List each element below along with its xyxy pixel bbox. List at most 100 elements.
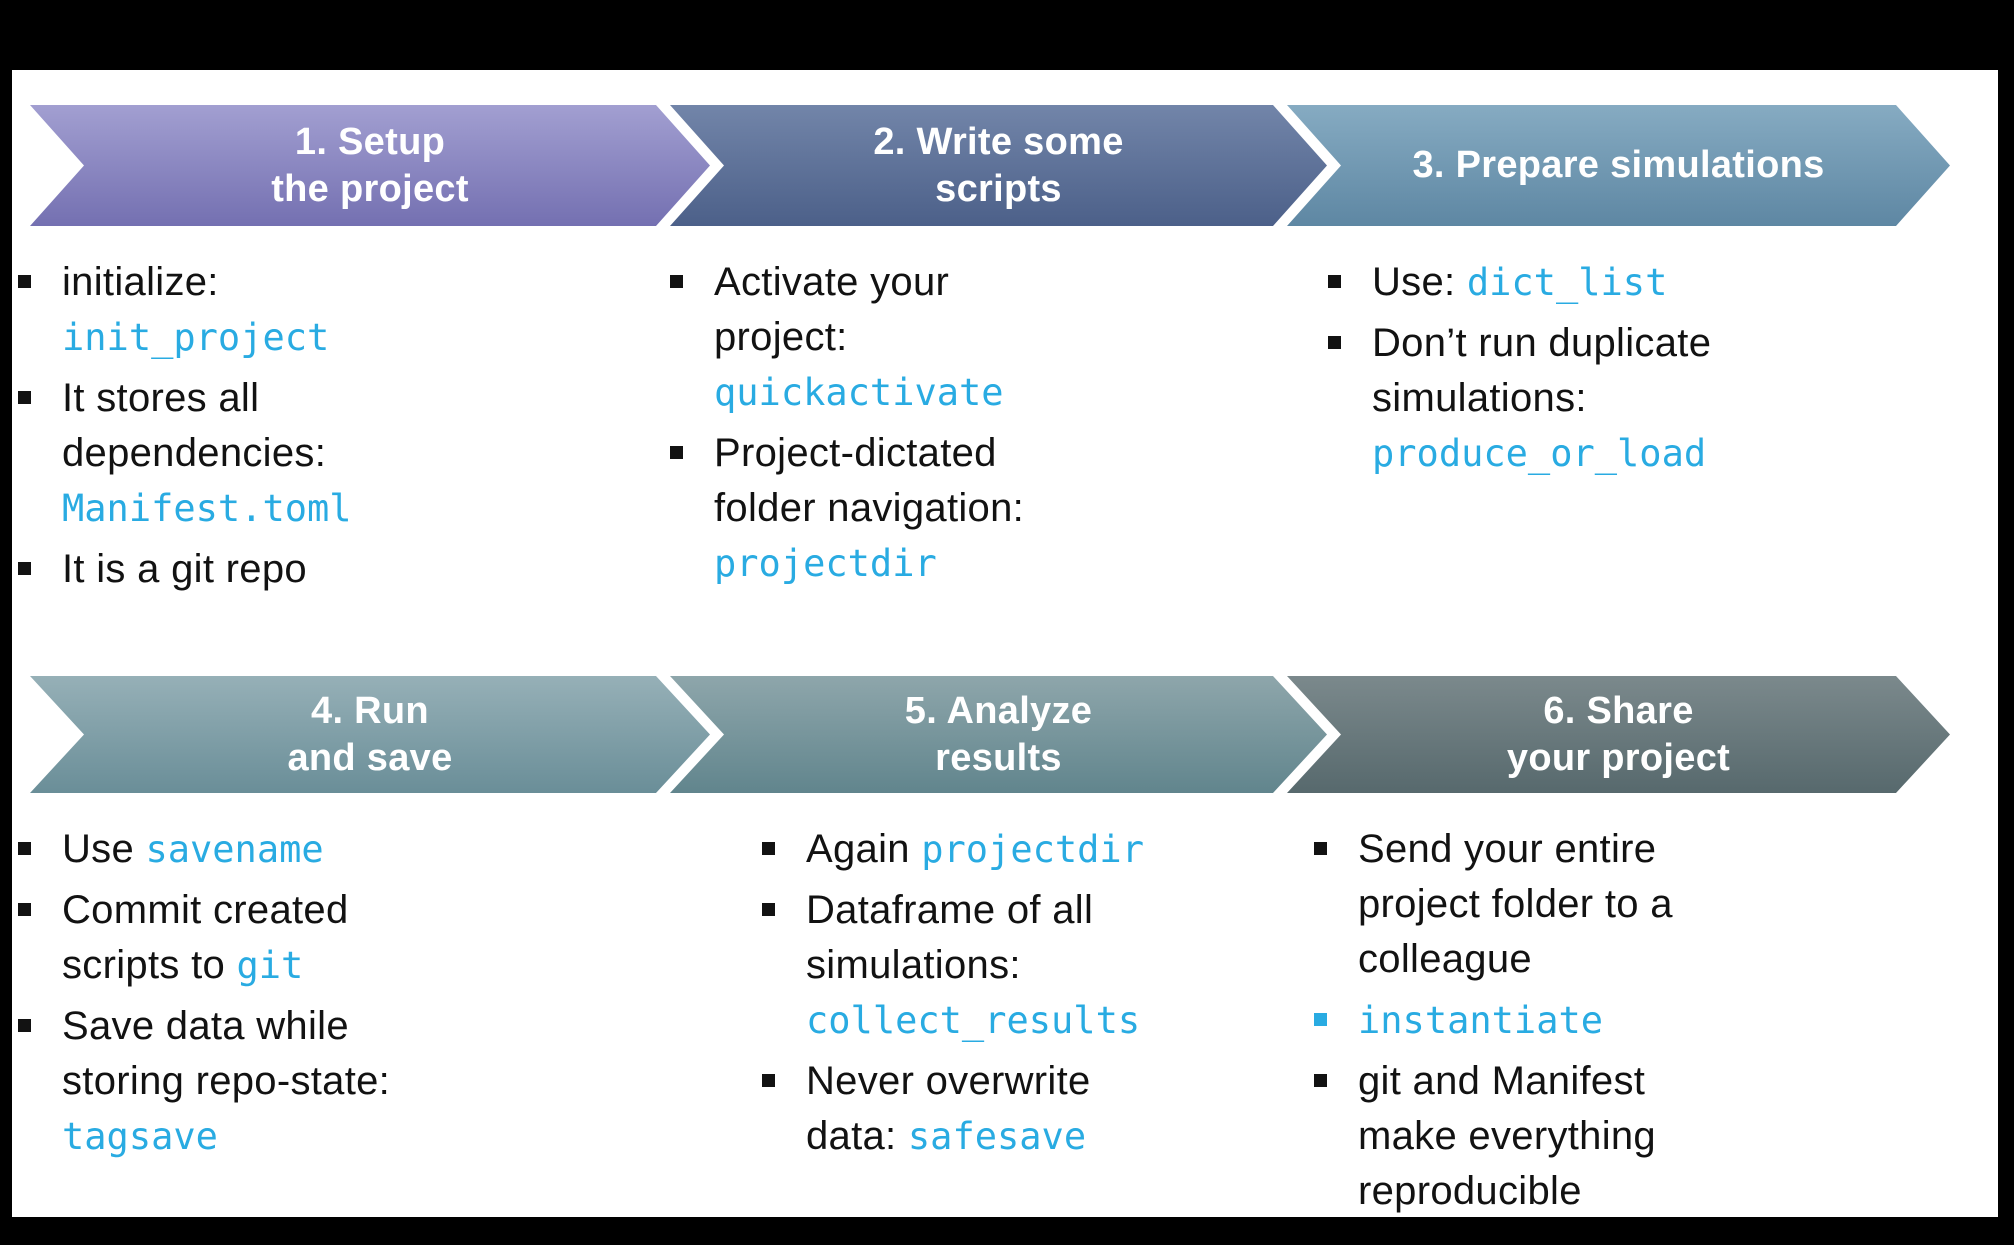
- bullet-line: instantiate: [1358, 993, 1998, 1048]
- code-snippet: instantiate: [1358, 999, 1604, 1042]
- bullet-line: Don’t run duplicate: [1372, 316, 1991, 371]
- bullet-marker: [762, 903, 775, 916]
- step-title-line: your project: [1506, 736, 1731, 779]
- bullet-line: Commit created: [62, 883, 656, 938]
- step-title-line: 6. Share: [1543, 689, 1694, 732]
- bullet-line: Again projectdir: [806, 822, 1405, 877]
- code-snippet: git: [236, 944, 304, 987]
- text-segment: Dataframe of all: [806, 888, 1094, 932]
- bullet-line: Project-dictated: [714, 426, 1313, 481]
- bullet-line: git and Manifest: [1358, 1054, 1998, 1109]
- bullet-marker: [18, 391, 31, 404]
- code-snippet: safesave: [907, 1115, 1087, 1158]
- bullet-marker: [18, 562, 31, 575]
- code-snippet: tagsave: [62, 1115, 218, 1158]
- bullet-line: quickactivate: [714, 365, 1313, 420]
- bullet-line: tagsave: [62, 1109, 656, 1164]
- text-segment: dependencies:: [62, 431, 327, 475]
- text-segment: Project-dictated: [714, 431, 997, 475]
- bullet-line: Save data while: [62, 999, 656, 1054]
- text-segment: project:: [714, 315, 848, 359]
- bullet-item: Again projectdir: [760, 822, 1405, 877]
- bullet-line: initialize:: [62, 255, 656, 310]
- text-segment: Use: [62, 827, 146, 871]
- step-3-title: 3. Prepare simulations: [1287, 142, 1950, 189]
- step-title-line: 1. Setup: [294, 120, 446, 163]
- bullet-line: data: safesave: [806, 1109, 1405, 1164]
- bullet-line: It stores all: [62, 371, 656, 426]
- bullet-line: scripts to git: [62, 938, 656, 993]
- bullet-item: Dataframe of all simulations: collect_resu…: [760, 883, 1405, 1048]
- bullet-line: collect_results: [806, 993, 1405, 1048]
- bullet-marker: [1314, 1013, 1327, 1026]
- bullet-item: Use: dict_list: [1326, 255, 1991, 310]
- bullet-marker: [670, 446, 683, 459]
- step-title-line: 3. Prepare simulations: [1412, 144, 1825, 186]
- bullet-line: Use: dict_list: [1372, 255, 1991, 310]
- bullet-item: It stores all dependencies: Manifest.toml: [16, 371, 656, 536]
- bullet-line: reproducible: [1358, 1164, 1998, 1217]
- bullet-line: Never overwrite: [806, 1054, 1405, 1109]
- bullet-item: Save data while storing repo-state: tagsav…: [16, 999, 656, 1164]
- step-6-bullets: Send your entire project folder to a colle…: [1312, 822, 1998, 1217]
- bullet-item: Send your entire project folder to a colle…: [1312, 822, 1998, 987]
- bullet-marker: [18, 842, 31, 855]
- text-segment: simulations:: [1372, 376, 1587, 420]
- code-snippet: Manifest.toml: [62, 487, 352, 530]
- code-snippet: init_project: [62, 316, 330, 359]
- bullet-line: make everything: [1358, 1109, 1998, 1164]
- bullet-line: projectdir: [714, 536, 1313, 591]
- bullet-marker: [18, 903, 31, 916]
- bullet-line: Use savename: [62, 822, 656, 877]
- code-snippet: projectdir: [921, 828, 1144, 871]
- text-segment: simulations:: [806, 943, 1021, 987]
- code-snippet: produce_or_load: [1372, 432, 1707, 475]
- bullet-line: produce_or_load: [1372, 426, 1991, 481]
- bullet-line: folder navigation:: [714, 481, 1313, 536]
- bullet-marker: [1314, 842, 1327, 855]
- text-segment: Again: [806, 827, 922, 871]
- step-title-line: the project: [271, 167, 469, 210]
- bullet-marker: [1314, 1074, 1327, 1087]
- step-title-line: and save: [287, 736, 453, 779]
- bullet-item: Never overwrite data: safesave: [760, 1054, 1405, 1164]
- code-snippet: dict_list: [1466, 261, 1668, 304]
- bullet-line: project folder to a: [1358, 877, 1998, 932]
- text-segment: It stores all: [62, 376, 260, 420]
- text-segment: Send your entire: [1358, 827, 1657, 871]
- text-segment: storing repo-state:: [62, 1059, 391, 1103]
- bullet-marker: [762, 1074, 775, 1087]
- text-segment: colleague: [1358, 937, 1532, 981]
- text-segment: folder navigation:: [714, 486, 1025, 530]
- step-title-line: scripts: [935, 167, 1062, 210]
- text-segment: It is a git repo: [62, 547, 307, 591]
- code-snippet: projectdir: [714, 542, 937, 585]
- bullet-line: Send your entire: [1358, 822, 1998, 877]
- bullet-item: Use savename: [16, 822, 656, 877]
- text-segment: Never overwrite: [806, 1059, 1091, 1103]
- text-segment: Don’t run duplicate: [1372, 321, 1712, 365]
- bullet-line: It is a git repo: [62, 542, 656, 597]
- bullet-marker: [1328, 275, 1341, 288]
- bullet-line: project:: [714, 310, 1313, 365]
- step-1-bullets: initialize: init_project It stores all depe…: [16, 255, 656, 603]
- text-segment: initialize:: [62, 260, 219, 304]
- bullet-item: Project-dictated folder navigation: projec…: [668, 426, 1313, 591]
